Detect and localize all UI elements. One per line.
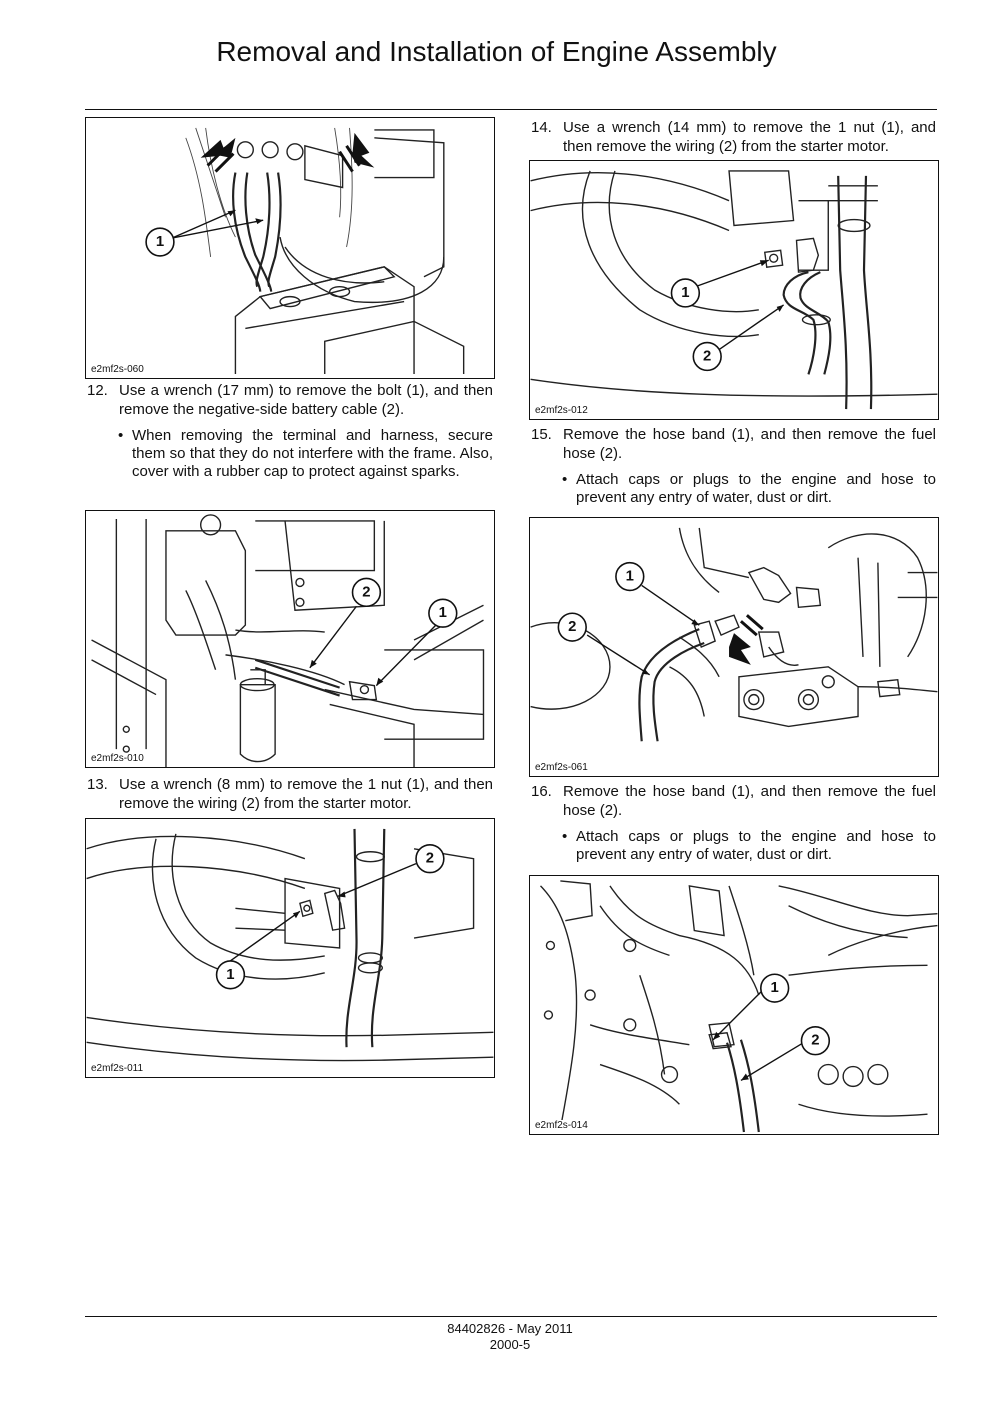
bullet-symbol: • [118,427,124,444]
callout-2: 2 [351,577,382,608]
step-text: Use a wrench (14 mm) to remove the 1 nut… [563,119,936,155]
step-number: 15. [531,426,552,443]
svg-text:2: 2 [568,619,576,635]
note-text: Attach caps or plugs to the engine and h… [576,828,936,863]
header-rule [85,109,937,110]
svg-text:2: 2 [426,851,434,867]
figure-fuel-hose-lower: 1 2 e2mf2s-014 [529,875,939,1135]
callout-1: 1 [145,227,175,257]
svg-text:2: 2 [362,584,370,600]
svg-text:2: 2 [811,1033,819,1049]
svg-text:1: 1 [626,569,634,585]
step-12: 12. Use a wrench (17 mm) to remove the b… [87,381,493,421]
illustration-starter-motor-small-terminal: 2 1 [86,828,494,1062]
bullet-symbol: • [562,828,568,845]
callout-1: 1 [215,960,246,990]
figure-code: e2mf2s-012 [534,405,589,416]
figure-code: e2mf2s-014 [534,1120,589,1131]
step-15: 15. Remove the hose band (1), and then r… [531,425,936,465]
callout-1: 1 [615,561,645,592]
illustration-engine-compartment: 2 1 [91,514,485,767]
step-14: 14. Use a wrench (14 mm) to remove the 1… [531,118,936,158]
svg-text:1: 1 [681,285,689,301]
illustration-fuel-hose-band: 1 2 [530,527,938,742]
callout-1: 1 [670,278,701,308]
figure-battery-cable: 1 e2mf2s-060 [85,117,495,379]
step-number: 14. [531,119,552,136]
illustration-battery-terminal: 1 [145,127,465,375]
step-number: 13. [87,776,108,793]
callout-1: 1 [428,598,458,628]
step-16-note: • Attach caps or plugs to the engine and… [562,828,936,866]
note-text: Attach caps or plugs to the engine and h… [576,471,936,506]
illustration-starter-motor-large-terminal: 1 2 [530,170,938,410]
note-text: When removing the terminal and harness, … [132,427,493,480]
step-number: 12. [87,382,108,399]
figure-code: e2mf2s-061 [534,762,589,773]
step-text: Use a wrench (8 mm) to remove the 1 nut … [119,776,493,812]
svg-text:1: 1 [156,234,164,250]
svg-text:1: 1 [439,605,447,621]
footer-rule [85,1316,937,1317]
callout-2: 2 [800,1026,831,1056]
svg-text:2: 2 [703,348,711,364]
footer-page-number: 2000-5 [489,1337,531,1352]
callout-2: 2 [692,341,722,372]
step-text: Remove the hose band (1), and then remov… [563,426,936,462]
figure-fuel-hose-upper: 1 2 e2mf2s-061 [529,517,939,777]
step-16: 16. Remove the hose band (1), and then r… [531,782,936,822]
page-title: Removal and Installation of Engine Assem… [216,36,777,67]
bullet-symbol: • [562,471,568,488]
step-number: 16. [531,783,552,800]
step-text: Use a wrench (17 mm) to remove the bolt … [119,382,493,418]
step-text: Remove the hose band (1), and then remov… [563,783,936,819]
footer-doc-number: 84402826 - May 2011 [447,1321,573,1336]
step-12-note: • When removing the terminal and harness… [118,427,493,501]
callout-2: 2 [557,612,587,642]
svg-text:1: 1 [771,980,779,996]
figure-starter-large-nut: 1 2 e2mf2s-012 [529,160,939,420]
callout-1: 1 [759,973,790,1003]
figure-code: e2mf2s-011 [90,1063,145,1074]
svg-text:1: 1 [226,967,234,983]
callout-2: 2 [415,844,445,874]
figure-code: e2mf2s-010 [90,753,145,764]
figure-code: e2mf2s-060 [90,364,145,375]
figure-starter-small-nut: 2 1 e2mf2s-011 [85,818,495,1078]
step-13: 13. Use a wrench (8 mm) to remove the 1 … [87,775,493,815]
figure-starter-wiring-overview: 2 1 e2mf2s-010 [85,510,495,768]
step-15-note: • Attach caps or plugs to the engine and… [562,471,936,509]
illustration-fuel-hose-engine-side: 1 2 [540,880,938,1133]
